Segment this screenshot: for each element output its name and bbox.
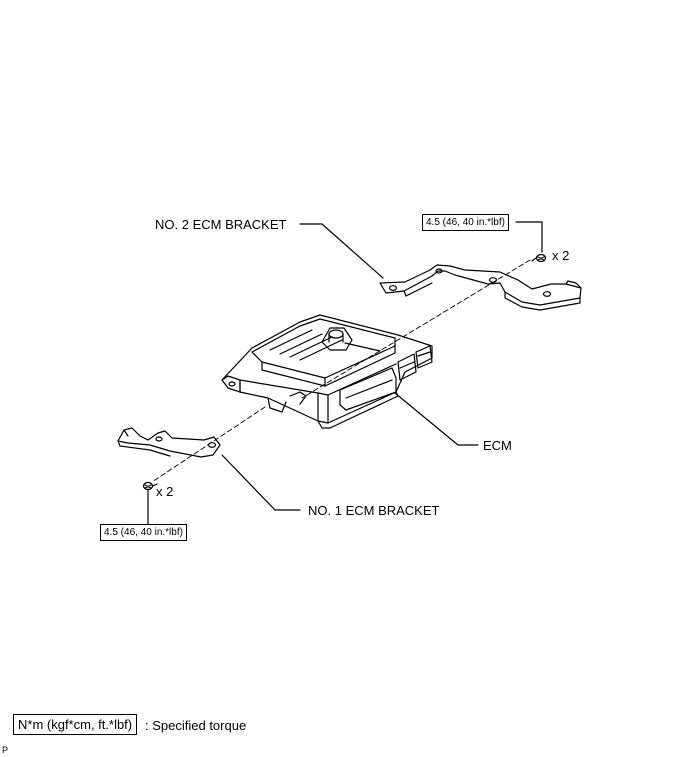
label-no1-ecm-bracket: NO. 1 ECM BRACKET — [308, 503, 440, 518]
torque-spec-upper: 4.5 (46, 40 in.*lbf) — [422, 214, 509, 231]
ecm-unit — [221, 314, 433, 429]
no1-ecm-bracket — [117, 427, 221, 458]
label-ecm: ECM — [483, 438, 512, 453]
bolt-quantity-upper: x 2 — [552, 248, 570, 263]
bolt-lower — [142, 481, 158, 491]
alignment-line-upper — [301, 259, 531, 399]
no2-ecm-bracket — [379, 264, 582, 311]
legend-torque-units: N*m (kgf*cm, ft.*lbf) — [13, 714, 138, 735]
bolt-upper — [531, 253, 547, 263]
leader-bracket2 — [299, 223, 384, 279]
page-mark: P — [2, 745, 9, 755]
leader-torque-upper — [515, 221, 543, 253]
bolt-quantity-lower: x 2 — [156, 484, 174, 499]
torque-spec-lower: 4.5 (46, 40 in.*lbf) — [100, 524, 187, 541]
legend-description: : Specified torque — [145, 718, 247, 733]
leader-ecm — [394, 392, 479, 446]
label-no2-ecm-bracket: NO. 2 ECM BRACKET — [155, 217, 287, 232]
leader-bracket1 — [221, 454, 301, 511]
